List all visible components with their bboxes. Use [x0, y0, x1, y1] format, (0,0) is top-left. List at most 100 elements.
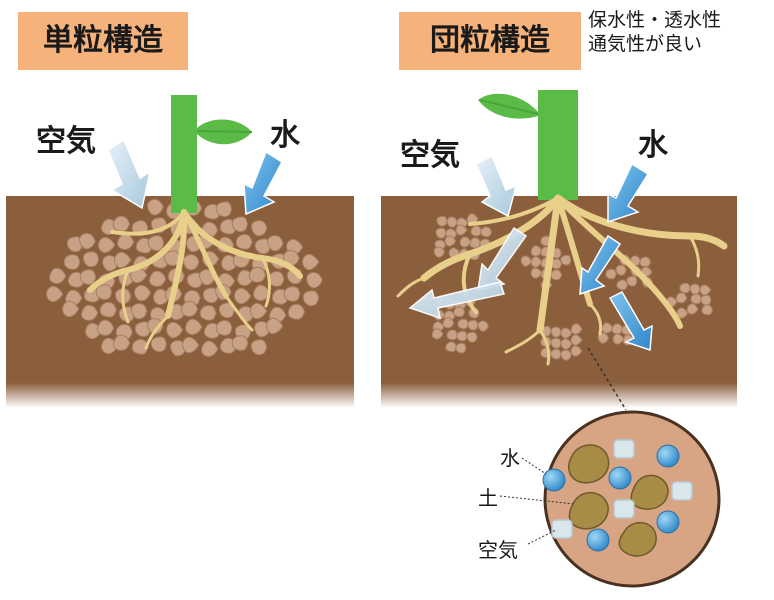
soil-particle [45, 285, 64, 303]
plant-right [478, 90, 578, 200]
soil-particle [445, 341, 458, 353]
soil-particle [233, 287, 252, 305]
soil-particle [231, 216, 249, 233]
panel-title-aggregate: 団粒構造 [399, 12, 581, 70]
soil-particle [550, 269, 563, 281]
air-arrow-right-underground [408, 226, 528, 320]
aggregate-closeup [499, 410, 721, 588]
soil-particle [560, 338, 573, 350]
soil-particle [215, 320, 233, 336]
soil-particle [186, 272, 204, 289]
soil-grain [568, 492, 609, 530]
soil-particle [530, 256, 543, 268]
plant-left [171, 95, 253, 213]
soil-particle [218, 302, 236, 319]
soil-particle [201, 340, 219, 358]
soil-particle [302, 290, 320, 307]
air-pocket [551, 519, 573, 539]
soil-particle [605, 268, 617, 280]
roots-left [87, 209, 303, 350]
soil-particle [63, 254, 81, 270]
soil-particle [480, 226, 493, 238]
soil-particle [199, 305, 217, 321]
soil-particle [560, 349, 572, 361]
soil-particle [444, 235, 457, 247]
soil-particle [113, 251, 132, 269]
soil-particle [79, 232, 96, 250]
soil-particle [435, 227, 447, 239]
soil-particle [131, 338, 149, 355]
soil-particle [700, 294, 712, 306]
soil-particle [301, 253, 320, 271]
air-pocket [613, 439, 635, 459]
soil-particle [455, 342, 467, 354]
soil-particle [597, 332, 610, 344]
inset-label-soil: 土 [478, 486, 498, 510]
soil-particle [560, 327, 573, 339]
soil-particle [550, 337, 562, 349]
soil-particle [433, 246, 446, 258]
soil-particle [267, 234, 284, 252]
soil-particle [283, 286, 301, 302]
stem-left [171, 95, 197, 213]
air-pocket [671, 481, 693, 501]
soil-particle [80, 304, 99, 322]
soil-particle [147, 235, 165, 252]
soil-particle [133, 284, 152, 302]
note-line-1: 保水性・透水性 [588, 9, 722, 31]
soil-particle [96, 319, 115, 336]
soil-particle [61, 300, 80, 318]
soil-particle [99, 301, 117, 318]
soil-particle [570, 334, 583, 346]
soil-particle [180, 300, 199, 317]
soil-particle [689, 283, 701, 295]
inset-label-water: 水 [500, 446, 520, 470]
soil-particle [265, 317, 284, 335]
air-arrow-right-top [475, 154, 518, 218]
soil-particle [148, 270, 167, 287]
soil-particle [150, 336, 167, 353]
soil-particle [182, 254, 200, 271]
soil-particle [250, 220, 268, 237]
soil-particle [616, 279, 629, 291]
water-label-right: 水 [638, 128, 668, 163]
soil-particle [530, 267, 543, 279]
soil-particle [79, 269, 97, 285]
soil-particle [639, 256, 652, 268]
soil-particle [466, 331, 478, 343]
soil-particle [469, 237, 482, 249]
air-arrow-left [107, 138, 152, 210]
air-label-right: 空気 [400, 138, 460, 173]
soil-particle [550, 326, 563, 338]
soil-particle [49, 267, 67, 285]
soil-particle [446, 216, 459, 228]
soil-particle [446, 329, 459, 341]
air-pocket [613, 499, 635, 519]
water-droplet [608, 466, 632, 490]
soil-particle [560, 254, 572, 266]
water-droplet [656, 510, 680, 534]
soil-particle [690, 293, 703, 305]
soil-particle [455, 224, 468, 236]
soil-grain [567, 444, 610, 484]
water-label-left: 水 [270, 118, 300, 153]
soil-particle [146, 318, 164, 335]
soil-particle [626, 275, 638, 287]
soil-particle [611, 323, 624, 335]
soil-particle [130, 303, 148, 320]
soil-particle [287, 303, 306, 320]
soil-particle [457, 318, 469, 330]
soil-particle [601, 322, 614, 334]
soil-particle [701, 304, 714, 316]
water-droplet [656, 444, 680, 468]
water-droplet [586, 528, 610, 552]
soil-particle [442, 317, 455, 329]
soil-grain [618, 522, 657, 557]
soil-particle [570, 323, 583, 335]
soil-particle [181, 336, 200, 354]
inset-leader-line [587, 347, 627, 411]
soil-particle [112, 334, 131, 351]
soil-particle [477, 320, 490, 332]
soil-particle [675, 292, 688, 304]
